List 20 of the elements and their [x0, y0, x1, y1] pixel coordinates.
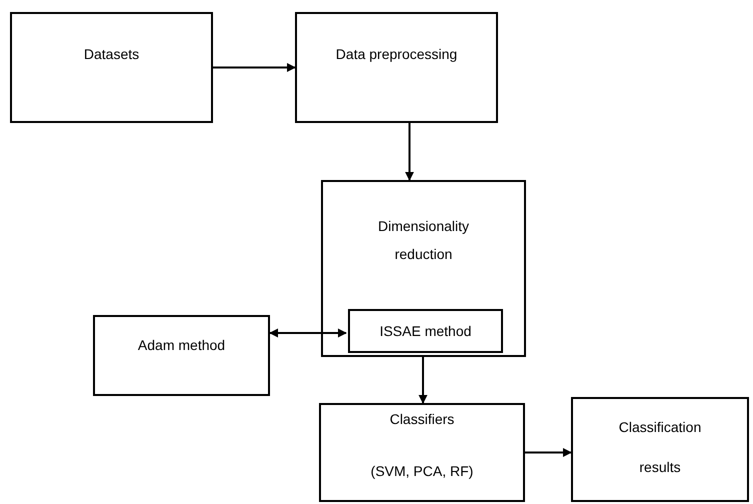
box-label: Datasets	[82, 45, 140, 64]
process-box	[321, 180, 526, 357]
arrow	[405, 123, 414, 181]
process-box	[348, 309, 503, 353]
box-label: Classifiers	[390, 410, 454, 429]
arrow	[213, 63, 296, 72]
process-box	[93, 315, 270, 396]
arrow	[418, 357, 428, 404]
arrow	[269, 328, 347, 338]
process-box	[571, 397, 749, 502]
box-label: (SVM, PCA, RF)	[370, 462, 474, 481]
box-label: Classification results	[618, 418, 702, 477]
process-box	[319, 403, 525, 502]
box-label: Data preprocessing	[336, 45, 458, 64]
box-label: ISSAE method	[380, 322, 472, 340]
box-label: Adam method	[138, 336, 226, 355]
box-label: Dimensionality reduction	[376, 217, 470, 264]
arrow	[525, 448, 572, 457]
process-box	[295, 12, 498, 123]
process-box	[10, 12, 213, 123]
